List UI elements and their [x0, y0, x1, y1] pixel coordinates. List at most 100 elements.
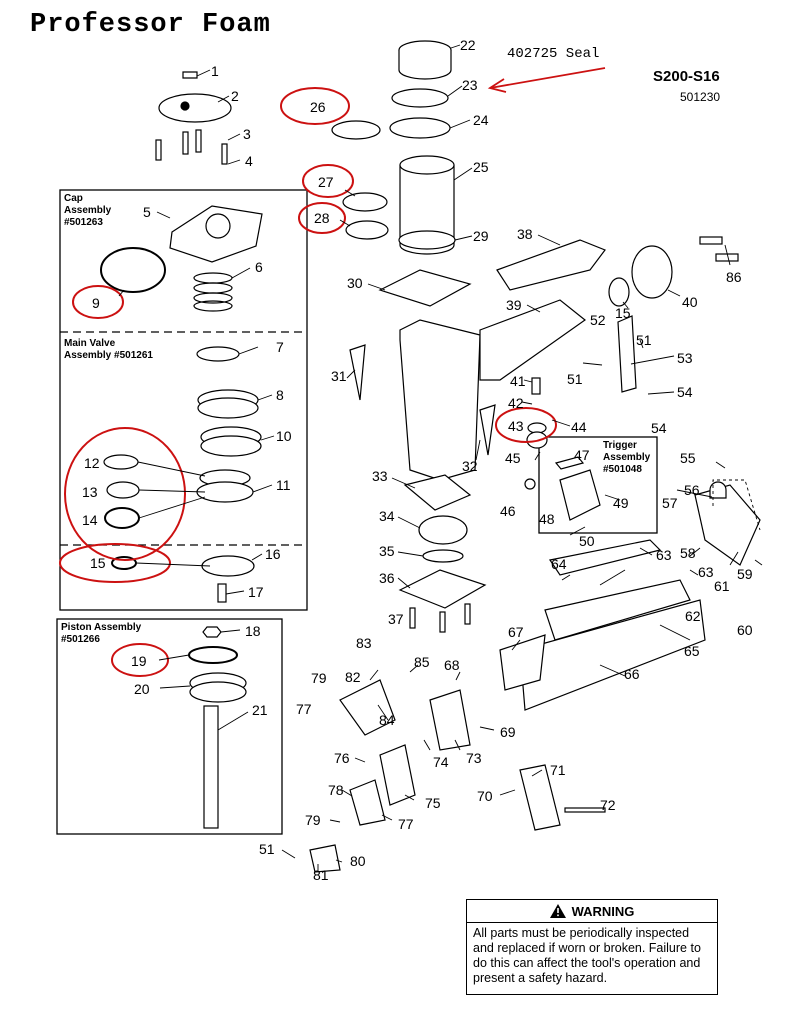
- callout-32: 32: [462, 458, 478, 474]
- callout-56: 56: [684, 482, 700, 498]
- callout-58: 58: [680, 545, 696, 561]
- leader-lines: [118, 44, 763, 872]
- callout-30: 30: [347, 275, 363, 291]
- part-screws-37: [409, 603, 471, 633]
- callout-27: 27: [318, 174, 334, 190]
- part-cap-plate-2: [158, 93, 232, 123]
- part-magazine-65: [544, 579, 691, 641]
- callout-48: 48: [539, 511, 555, 527]
- callout-29: 29: [473, 228, 489, 244]
- callout-25: 25: [473, 159, 489, 175]
- part-gasket-30: [378, 269, 472, 307]
- callout-57: 57: [662, 495, 678, 511]
- callout-13: 13: [82, 484, 98, 500]
- part-driver-21: [203, 705, 219, 829]
- callout-46: 46: [500, 503, 516, 519]
- part-bolts-3: [155, 129, 228, 165]
- callout-34: 34: [379, 508, 395, 524]
- callout-22: 22: [460, 37, 476, 53]
- assembly-frames: [56, 189, 658, 835]
- part-oring-27: [342, 192, 388, 212]
- callout-numbers: 1 2 3 4 5 6 7 8 9 10 11 12 13 14 15 15 1…: [82, 37, 753, 883]
- part-seal-23: [391, 88, 449, 108]
- part-trigger-48: [559, 469, 601, 521]
- callout-63a: 63: [656, 547, 672, 563]
- main-valve-title: Main Valve Assembly #501261: [64, 338, 153, 361]
- part-cap-5: [169, 205, 263, 263]
- part-nut-18: [202, 626, 222, 638]
- page-title: Professor Foam: [30, 10, 271, 40]
- part-gasket-33: [403, 474, 472, 511]
- callout-49: 49: [613, 495, 629, 511]
- callout-52: 52: [590, 312, 606, 328]
- callout-86: 86: [726, 269, 742, 285]
- callout-83: 83: [356, 635, 372, 651]
- part-screw-86b: [715, 253, 739, 262]
- highlight-27: [302, 164, 354, 198]
- callout-70: 70: [477, 788, 493, 804]
- model-label: S200-S16: [653, 68, 720, 85]
- callout-28: 28: [314, 210, 330, 226]
- callout-21: 21: [252, 702, 268, 718]
- part-magazine-66: [519, 599, 706, 711]
- highlight-28: [298, 202, 346, 234]
- warning-box: WARNING All parts must be periodically i…: [466, 899, 718, 995]
- part-bracket-57: [694, 484, 761, 566]
- callout-64: 64: [551, 556, 567, 572]
- highlight-marks: [59, 87, 557, 677]
- part-link-73: [429, 689, 471, 751]
- callout-9: 9: [92, 295, 100, 311]
- callout-42: 42: [508, 395, 524, 411]
- part-oring-14: [104, 507, 140, 529]
- part-end-cap-40: [631, 245, 673, 299]
- callout-82: 82: [345, 669, 361, 685]
- callout-78: 78: [328, 782, 344, 798]
- part-pin-41: [531, 377, 541, 395]
- callout-26: 26: [310, 99, 326, 115]
- callout-33: 33: [372, 468, 388, 484]
- callout-77a: 77: [296, 701, 312, 717]
- trigger-frame: [538, 436, 658, 534]
- callout-50: 50: [579, 533, 595, 549]
- part-cap-56: [709, 481, 727, 499]
- callout-44: 44: [571, 419, 587, 435]
- callout-59: 59: [737, 566, 753, 582]
- part-oring-13: [106, 481, 140, 499]
- callout-3: 3: [243, 126, 251, 142]
- highlight-26: [280, 87, 350, 125]
- callout-54a: 54: [677, 384, 693, 400]
- highlight-9: [72, 285, 124, 319]
- callout-2: 2: [231, 88, 239, 104]
- part-gasket-35: [422, 549, 464, 563]
- callout-74: 74: [433, 754, 449, 770]
- part-washer-46: [524, 478, 536, 490]
- part-oring-26: [331, 120, 381, 140]
- callout-19: 19: [131, 653, 147, 669]
- part-link-71: [519, 764, 561, 831]
- callout-61: 61: [714, 578, 730, 594]
- callout-6: 6: [255, 259, 263, 275]
- part-plate-36: [398, 569, 487, 609]
- part-screw-17: [217, 583, 227, 603]
- callout-4: 4: [245, 153, 253, 169]
- part-oring-19: [188, 646, 238, 664]
- callout-68: 68: [444, 657, 460, 673]
- callout-79a: 79: [311, 670, 327, 686]
- callout-1: 1: [211, 63, 219, 79]
- part-link-80: [309, 844, 341, 873]
- callout-14: 14: [82, 512, 98, 528]
- callout-12: 12: [84, 455, 100, 471]
- part-rail-64: [549, 539, 662, 576]
- callout-76: 76: [334, 750, 350, 766]
- warning-heading: WARNING: [571, 903, 635, 919]
- callout-62: 62: [685, 608, 701, 624]
- callout-39: 39: [506, 297, 522, 313]
- piston-frame: [56, 618, 283, 835]
- callout-67: 67: [508, 624, 524, 640]
- piston-assembly-title: Piston Assembly #501266: [61, 622, 142, 645]
- part-pin-72: [564, 807, 606, 813]
- cap-assembly-title: Cap Assembly #501263: [64, 193, 112, 228]
- part-ring-7: [196, 346, 240, 362]
- highlight-43: [495, 407, 557, 443]
- part-oring-9: [100, 247, 166, 293]
